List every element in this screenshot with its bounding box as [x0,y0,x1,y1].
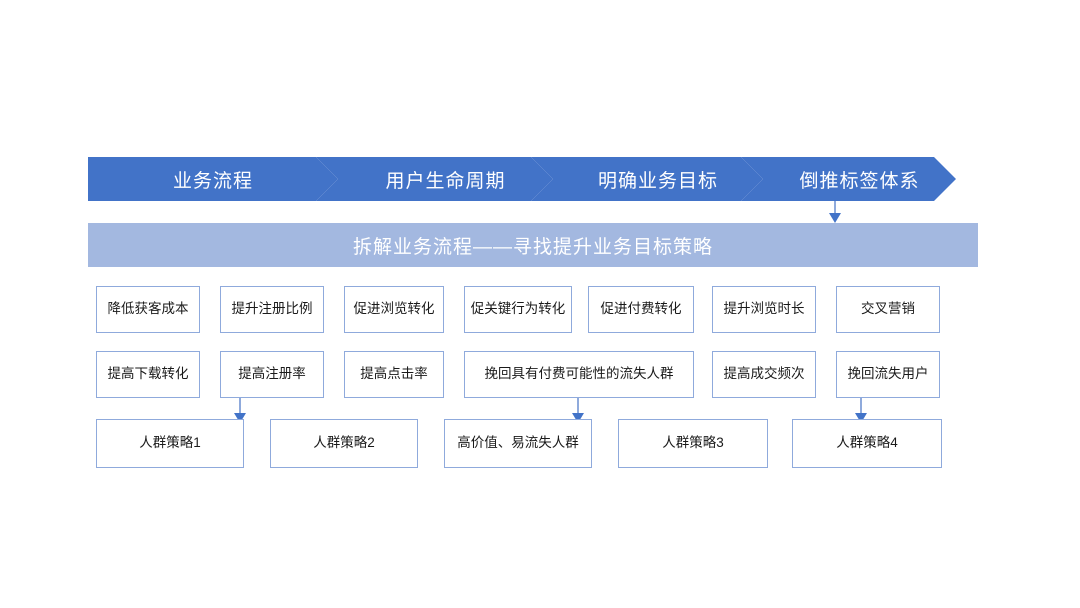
row3-box-1-label: 人群策略1 [139,435,201,451]
chevron-step-2[interactable]: 用户生命周期 [316,157,553,201]
row1-box-2[interactable]: 提升注册比例 [220,286,324,333]
connector-arrow-to-banner [829,201,841,223]
row2-box-5[interactable]: 提高成交频次 [712,351,816,398]
section-banner: 拆解业务流程——寻找提升业务目标策略 [88,223,978,267]
row1-box-6-label: 提升浏览时长 [723,301,805,317]
row2-box-4[interactable]: 挽回具有付费可能性的流失人群 [464,351,694,398]
chevron-step-2-label: 用户生命周期 [385,170,506,192]
row1-box-4-label: 促关键行为转化 [470,301,566,317]
arrow-head-icon [829,213,841,223]
row2-box-6-label: 挽回流失用户 [847,366,929,382]
chevron-step-1-label: 业务流程 [172,170,253,192]
chevron-step-3[interactable]: 明确业务目标 [531,157,763,201]
row3-box-3-label: 高价值、易流失人群 [457,435,579,451]
row2-box-3-label: 提高点击率 [360,366,428,382]
chevron-step-3-label: 明确业务目标 [597,170,718,192]
row2-box-5-label: 提高成交频次 [723,366,805,382]
row1-box-4[interactable]: 促关键行为转化 [464,286,572,333]
row1-box-1-label: 降低获客成本 [107,301,189,317]
row2-box-2-label: 提高注册率 [238,366,306,382]
row3-box-5[interactable]: 人群策略4 [792,419,942,468]
arrow-head-icon [855,413,867,423]
section-banner-label: 拆解业务流程——寻找提升业务目标策略 [352,236,713,258]
row1-box-7-label: 交叉营销 [861,301,915,317]
row2-box-2[interactable]: 提高注册率 [220,351,324,398]
row1-box-5-label: 促进付费转化 [600,301,682,317]
arrow-head-icon [572,413,584,423]
row1-box-1[interactable]: 降低获客成本 [96,286,200,333]
row3-box-4[interactable]: 人群策略3 [618,419,768,468]
row1-box-2-label: 提升注册比例 [231,301,313,317]
connector-arrow-1 [234,398,246,423]
row2-box-6[interactable]: 挽回流失用户 [836,351,940,398]
row1-box-6[interactable]: 提升浏览时长 [712,286,816,333]
row3-box-2-label: 人群策略2 [313,435,375,451]
row2-box-4-label: 挽回具有付费可能性的流失人群 [484,366,674,382]
row2-box-1-label: 提高下载转化 [107,366,189,382]
row3-box-2[interactable]: 人群策略2 [270,419,418,468]
process-chevron-bar: 业务流程 用户生命周期 明确业务目标 倒推标签体系 [88,157,978,201]
arrow-head-icon [234,413,246,423]
chevron-step-4[interactable]: 倒推标签体系 [741,157,956,201]
connector-arrow-2 [572,398,584,423]
row2-box-3[interactable]: 提高点击率 [344,351,444,398]
row3-box-1[interactable]: 人群策略1 [96,419,244,468]
connector-arrow-3 [855,398,867,423]
row1-box-5[interactable]: 促进付费转化 [588,286,694,333]
row3-box-3[interactable]: 高价值、易流失人群 [444,419,592,468]
chevron-step-4-label: 倒推标签体系 [799,170,920,192]
row2-box-1[interactable]: 提高下载转化 [96,351,200,398]
row1-box-7[interactable]: 交叉营销 [836,286,940,333]
row1-box-3-label: 促进浏览转化 [353,301,435,317]
row3-box-5-label: 人群策略4 [836,435,898,451]
row3-box-4-label: 人群策略3 [662,435,724,451]
chevron-step-1[interactable]: 业务流程 [88,157,338,201]
row1-box-3[interactable]: 促进浏览转化 [344,286,444,333]
